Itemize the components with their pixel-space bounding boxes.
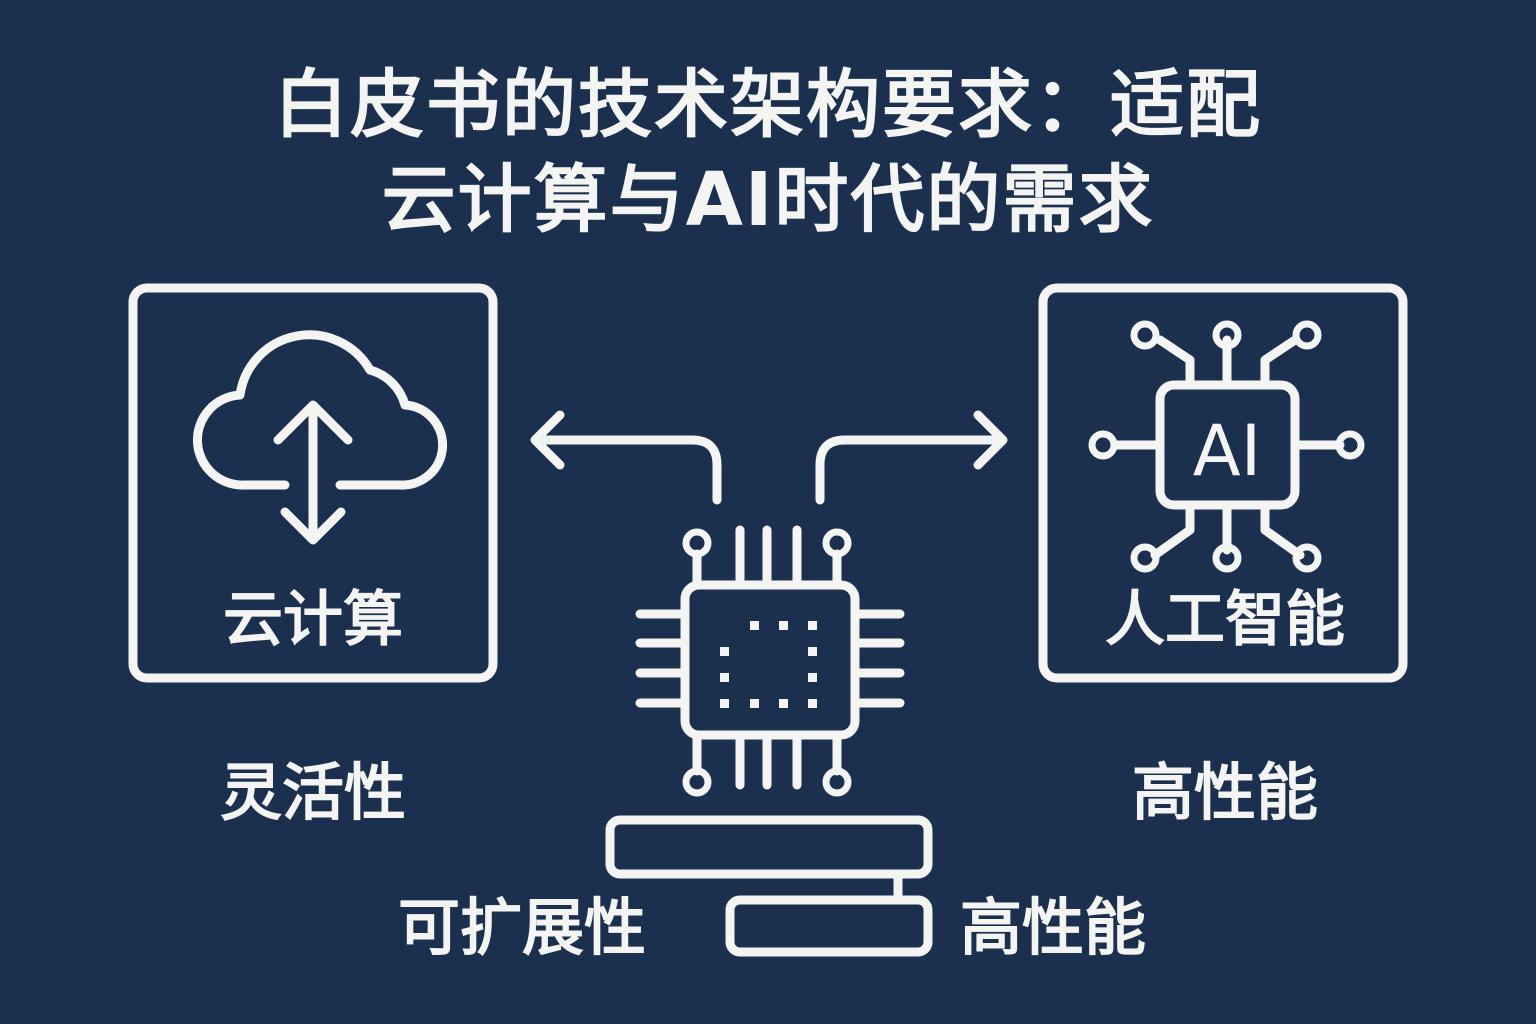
processor-chip-icon [635,525,905,797]
title-line-1: 白皮书的技术架构要求：适配 [274,62,1262,148]
performance-label-right: 高性能 [1131,756,1319,829]
performance-label-bottom: 高性能 [959,891,1147,964]
scalability-label: 可扩展性 [397,891,647,964]
arrow-left [530,410,722,505]
cloud-upload-download-icon [193,330,447,545]
cloud-computing-box [128,283,498,683]
platform-bar-top [605,815,933,879]
title-line-2: 云计算与AI时代的需求 [381,157,1155,243]
ai-label: 人工智能 [1105,585,1345,655]
platform-bar-bottom [725,895,933,957]
ai-chip-text: AI [1193,410,1262,492]
cloud-computing-label: 云计算 [223,585,403,655]
flexibility-label: 灵活性 [219,756,407,829]
ai-box [1038,283,1408,683]
ai-chip-icon [1088,320,1365,573]
arrow-right [815,410,1008,505]
